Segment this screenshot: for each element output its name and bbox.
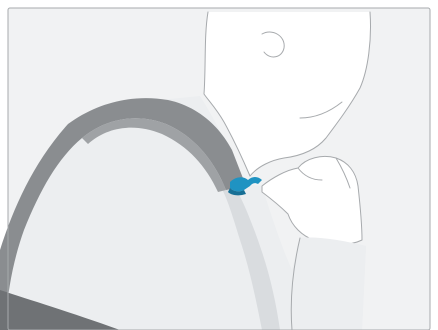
forearm <box>291 237 366 330</box>
